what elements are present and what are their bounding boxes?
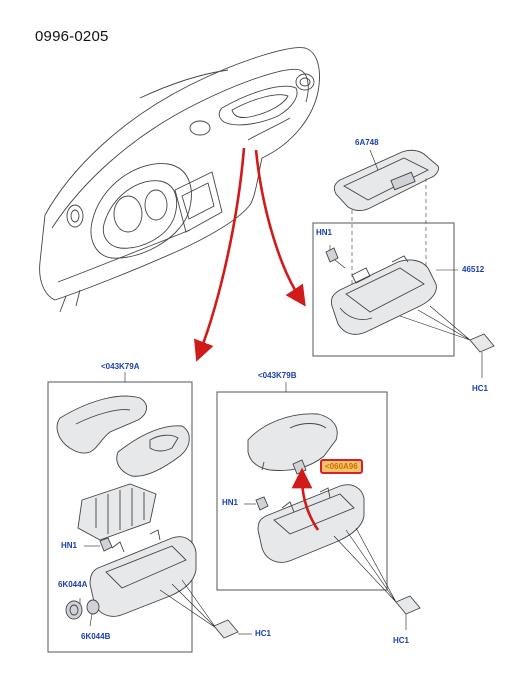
clip-right-part	[395, 595, 421, 615]
callout-left-group: <043K79A	[101, 362, 140, 371]
diagram-id: 0996-0205	[35, 28, 109, 45]
callout-switch-b: 6K044B	[81, 632, 111, 641]
right-lid-part	[247, 413, 338, 471]
callout-fastener-left: HN1	[61, 541, 78, 550]
arrow-to-top-right-group	[254, 149, 306, 307]
left-bracket-part	[77, 483, 157, 541]
switch-a-part	[65, 600, 83, 620]
arrow-to-left-group	[194, 147, 246, 362]
arrow-to-highlighted-part	[291, 467, 320, 531]
callout-fastener-top: HN1	[316, 228, 333, 237]
callout-clip-right: HC1	[393, 636, 410, 645]
switch-b-part	[86, 599, 100, 615]
right-group-box	[216, 391, 388, 591]
fastener-top-part	[325, 247, 339, 263]
fastener-mid-part	[255, 496, 269, 511]
callout-tray-lid: 6A748	[355, 138, 379, 147]
left-tray-part	[89, 529, 197, 617]
callout-clip-top-right: HC1	[472, 384, 489, 393]
callout-right-group: <043K79B	[258, 371, 297, 380]
callout-clip-left: HC1	[255, 629, 272, 638]
clip-top-right-part	[469, 333, 495, 353]
clip-left-part	[213, 619, 239, 639]
left-group-box	[47, 381, 193, 653]
tray-assembly-part	[330, 255, 437, 335]
callout-switch-a: 6K044A	[58, 580, 88, 589]
callout-highlighted-part: <060A96	[320, 459, 363, 474]
instrument-panel-illustration	[39, 47, 320, 313]
fastener-left-part	[99, 537, 113, 552]
callout-fastener-mid: HN1	[222, 498, 239, 507]
left-trim-parts	[56, 395, 190, 477]
callout-tray-assembly: 46512	[462, 265, 485, 274]
top-right-group-box	[312, 222, 455, 357]
tray-lid-part	[333, 149, 439, 211]
right-tray-part	[257, 484, 365, 563]
